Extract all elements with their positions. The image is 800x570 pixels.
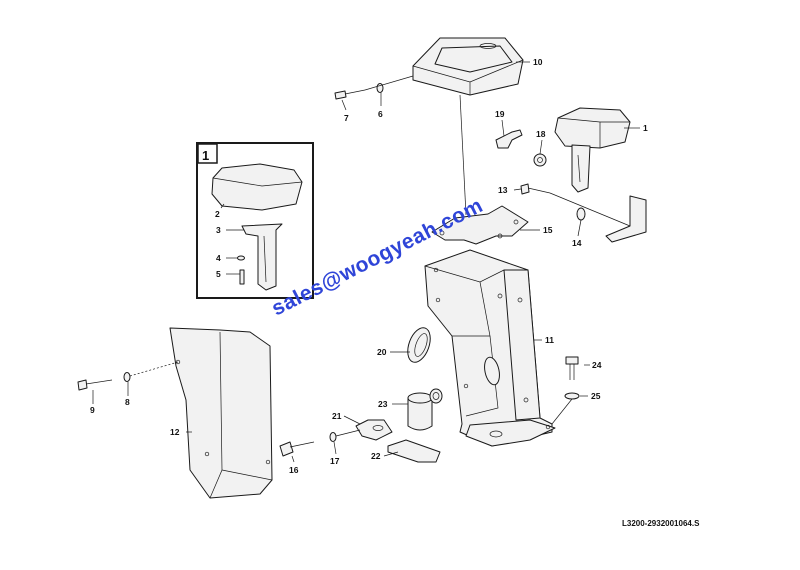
callout-16: 16	[289, 465, 299, 475]
callout-5: 5	[216, 269, 221, 279]
callout-17: 17	[330, 456, 340, 466]
callout-1: 1	[643, 123, 648, 133]
part-22-plate	[387, 439, 441, 463]
callout-2: 2	[215, 209, 220, 219]
callout-14: 14	[572, 238, 582, 248]
callout-15: 15	[543, 225, 553, 235]
callout-11: 11	[545, 335, 554, 345]
part-20-grommet	[407, 327, 431, 363]
callout-10: 10	[533, 57, 543, 67]
callout-labels: 10 7 6 19 18 1 13 14 15 2 3 4 5 11 20 24…	[90, 57, 648, 475]
part-18-nut	[533, 153, 547, 167]
callout-12: 12	[170, 427, 180, 437]
part-11-pedestal	[424, 249, 556, 447]
part-19-lever	[495, 129, 523, 149]
part-13-bolt	[520, 183, 551, 195]
callout-18: 18	[536, 129, 546, 139]
callout-13: 13	[498, 185, 508, 195]
part-21-clip	[355, 419, 393, 441]
leader-lines	[92, 61, 640, 463]
part-23-bushing	[407, 388, 443, 431]
part-8-washer	[123, 372, 131, 382]
callout-20: 20	[377, 347, 387, 357]
drawing-reference-code: L3200-2932001064.S	[622, 519, 700, 528]
callout-4: 4	[216, 253, 221, 263]
part-15-bracket	[431, 205, 529, 245]
callout-24: 24	[592, 360, 602, 370]
part-25-washer	[564, 392, 580, 400]
part-14-washer	[576, 207, 586, 221]
callout-7: 7	[344, 113, 349, 123]
part-24-bolt	[565, 356, 579, 380]
inset-detail	[196, 142, 314, 299]
part-10-cover	[412, 37, 524, 96]
part-17-washer	[329, 432, 337, 442]
callout-9: 9	[90, 405, 95, 415]
callout-19: 19	[495, 109, 505, 119]
callout-25: 25	[591, 391, 601, 401]
callout-21: 21	[332, 411, 342, 421]
callout-6: 6	[378, 109, 383, 119]
callout-3: 3	[216, 225, 221, 235]
callout-22: 22	[371, 451, 381, 461]
part-1-handle	[554, 107, 647, 243]
part-7-bolt	[334, 89, 366, 100]
callout-23: 23	[378, 399, 388, 409]
inset-number: 1	[202, 148, 209, 163]
part-16-bolt	[279, 441, 315, 457]
part-12-side-cover	[169, 327, 273, 499]
callout-8: 8	[125, 397, 130, 407]
part-9-bolt	[77, 379, 113, 391]
